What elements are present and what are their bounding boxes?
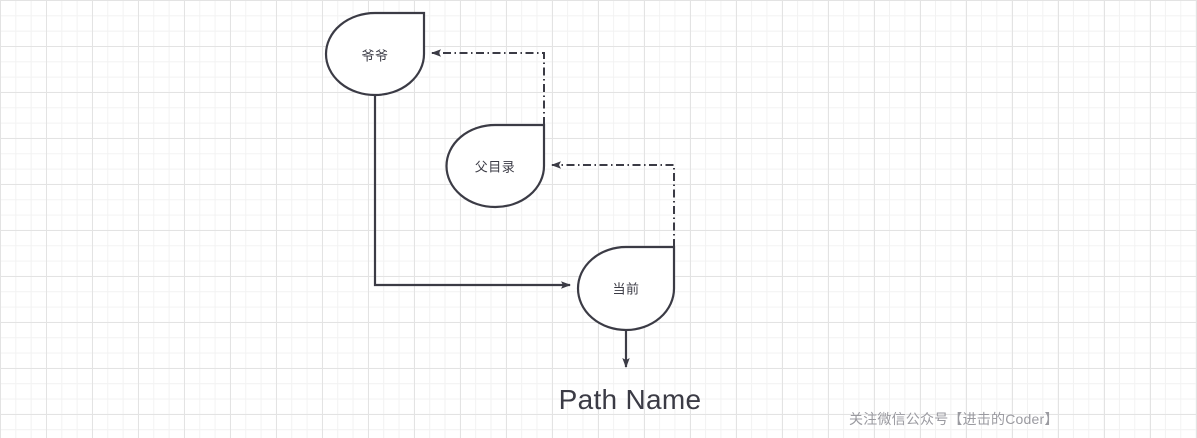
path-name-title: Path Name <box>558 384 702 415</box>
node-grandparent-label: 爷爷 <box>361 48 389 64</box>
node-current[interactable] <box>576 245 676 332</box>
node-parent[interactable] <box>445 123 546 209</box>
node-grandparent-shape <box>324 11 426 97</box>
node-grandparent[interactable] <box>324 11 426 97</box>
connector-grandparent-to-current[interactable] <box>373 95 571 289</box>
node-current-shape <box>576 245 676 332</box>
node-parent-shape <box>445 123 546 209</box>
watermark-label: 关注微信公众号【进击的Coder】 <box>849 411 1059 427</box>
node-parent-label: 父目录 <box>474 159 516 175</box>
connector-current-to-parent[interactable] <box>551 161 675 247</box>
node-current-label: 当前 <box>612 281 640 297</box>
connector-parent-to-grandparent[interactable] <box>431 49 545 125</box>
